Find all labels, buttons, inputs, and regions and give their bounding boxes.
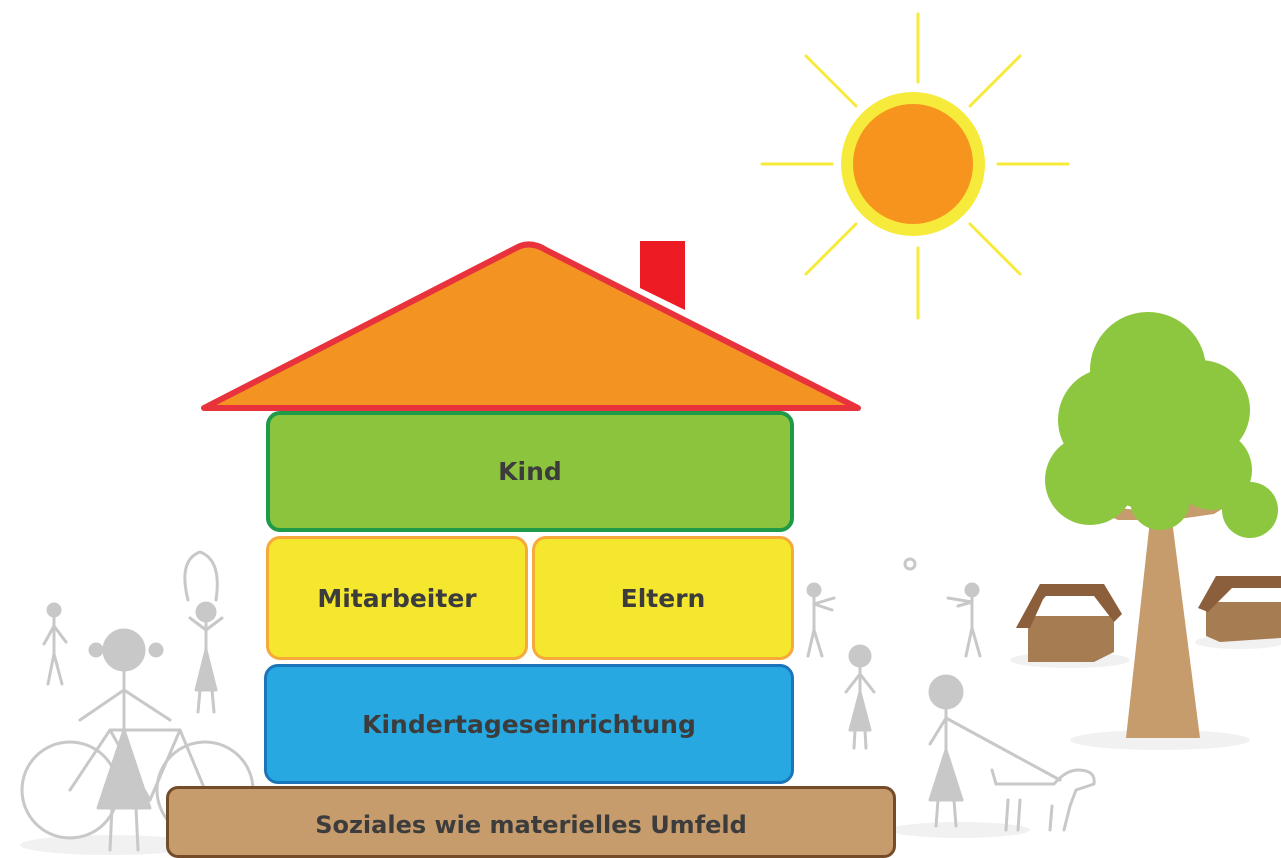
block-kindertageseinrichtung-label: Kindertageseinrichtung (362, 709, 696, 739)
block-eltern: Eltern (532, 536, 794, 660)
block-mitarbeiter-label: Mitarbeiter (317, 583, 477, 613)
block-eltern-label: Eltern (620, 583, 706, 613)
chimney-icon (640, 241, 685, 310)
sun-icon (760, 12, 1070, 320)
block-kind: Kind (266, 411, 794, 532)
tree-icon (1045, 312, 1278, 738)
block-umfeld: Soziales wie materielles Umfeld (166, 786, 896, 858)
stick-figures (20, 550, 1096, 852)
hut-icon (1016, 584, 1122, 662)
block-mitarbeiter: Mitarbeiter (266, 536, 528, 660)
block-kindertageseinrichtung: Kindertageseinrichtung (264, 664, 794, 784)
roof-icon (201, 241, 861, 411)
block-kind-label: Kind (498, 457, 562, 486)
block-umfeld-label: Soziales wie materielles Umfeld (315, 811, 747, 839)
hut-icon (1198, 576, 1281, 642)
